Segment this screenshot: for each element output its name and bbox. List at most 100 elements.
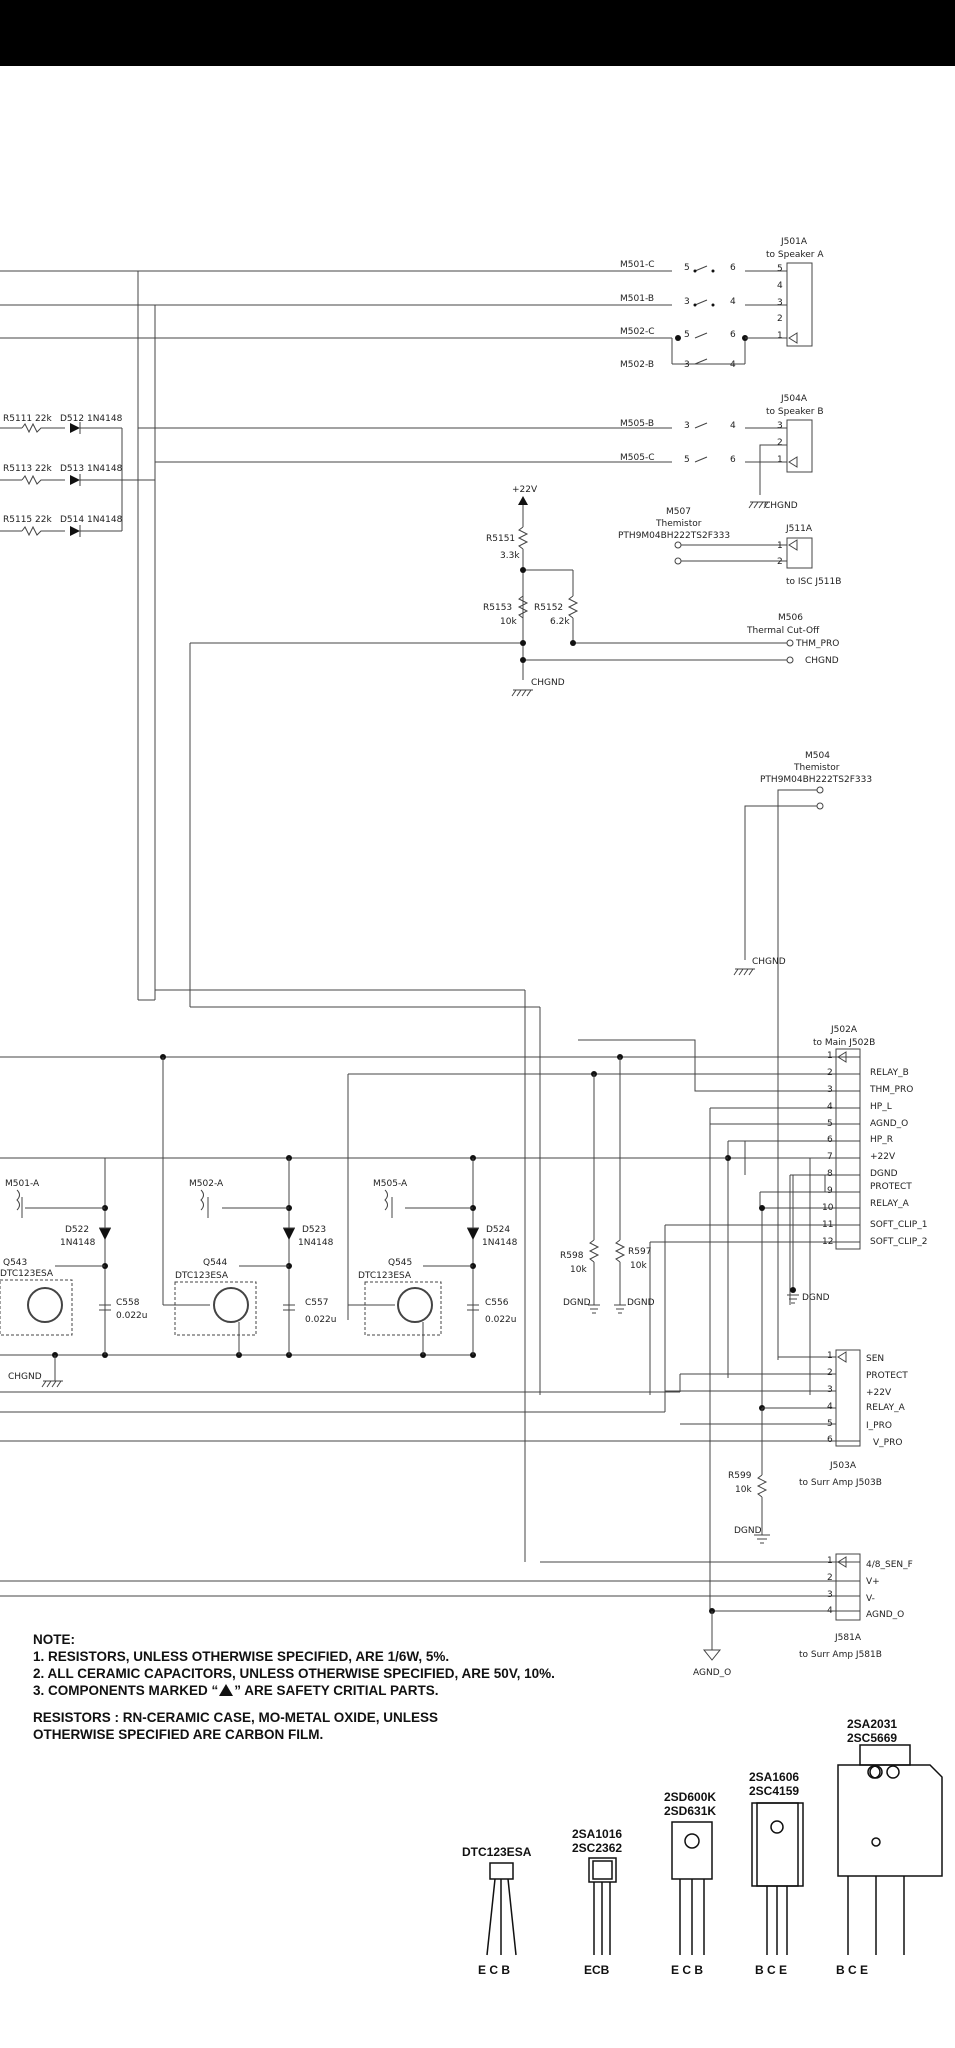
svg-text:J502A: J502A: [830, 1025, 858, 1035]
svg-text:SOFT_CLIP_2: SOFT_CLIP_2: [870, 1237, 927, 1247]
package-2sa1016: 2SA1016 2SC2362 ECB: [572, 1827, 622, 1977]
svg-text:D524: D524: [486, 1225, 510, 1235]
svg-text:M501-B: M501-B: [620, 294, 654, 304]
svg-text:J581A: J581A: [834, 1633, 862, 1643]
svg-text:CHGND: CHGND: [764, 501, 798, 511]
svg-text:PTH9M04BH222TS2F333: PTH9M04BH222TS2F333: [618, 531, 730, 541]
svg-text:DTC123ESA: DTC123ESA: [175, 1271, 229, 1281]
svg-text:0.022u: 0.022u: [116, 1311, 147, 1321]
svg-text:4: 4: [730, 421, 736, 431]
svg-text:V_PRO: V_PRO: [873, 1438, 902, 1448]
svg-text:6: 6: [730, 455, 736, 465]
svg-text:1N4148: 1N4148: [482, 1238, 518, 1248]
svg-text:M501-A: M501-A: [5, 1179, 40, 1189]
svg-text:DTC123ESA: DTC123ESA: [462, 1845, 532, 1859]
relay-contact-m505-c: M505-C 5 6: [620, 453, 736, 465]
svg-text:6.2k: 6.2k: [550, 617, 570, 627]
svg-text:THM_PRO: THM_PRO: [795, 639, 839, 649]
svg-text:10k: 10k: [630, 1261, 647, 1271]
svg-text:R597: R597: [628, 1247, 651, 1257]
svg-text:J503A: J503A: [829, 1461, 857, 1471]
svg-text:to Main J502B: to Main J502B: [813, 1038, 875, 1048]
svg-text:1: 1: [777, 541, 783, 551]
svg-text:CHGND: CHGND: [805, 656, 839, 666]
svg-text:DGND: DGND: [734, 1526, 762, 1536]
svg-text:3: 3: [777, 298, 783, 308]
relay-contact-m502-b: M502-B 3 4: [620, 358, 736, 370]
svg-text:3: 3: [684, 297, 690, 307]
svg-text:2: 2: [827, 1068, 833, 1078]
svg-text:2: 2: [777, 438, 783, 448]
svg-text:2SD600K: 2SD600K: [664, 1790, 716, 1804]
svg-text:R599: R599: [728, 1471, 752, 1481]
relay-contact-m502-c: M502-C 5 6: [620, 327, 748, 341]
svg-text:CHGND: CHGND: [752, 957, 786, 967]
connector-j504a: J504A to Speaker B 3 2 1 CHGND: [745, 394, 824, 511]
svg-text:4: 4: [827, 1606, 833, 1616]
svg-text:3: 3: [684, 421, 690, 431]
svg-text:2SA1606: 2SA1606: [749, 1770, 799, 1784]
svg-text:6: 6: [730, 263, 736, 273]
svg-text:DGND: DGND: [802, 1293, 830, 1303]
svg-text:D523: D523: [302, 1225, 326, 1235]
svg-text:PROTECT: PROTECT: [866, 1371, 908, 1381]
svg-text:0.022u: 0.022u: [305, 1315, 336, 1325]
svg-text:M502-C: M502-C: [620, 327, 654, 337]
svg-text:3: 3: [827, 1590, 833, 1600]
thermistor-m504: M504 Themistor PTH9M04BH222TS2F333 CHGND: [744, 751, 872, 1360]
svg-text:M502-A: M502-A: [189, 1179, 224, 1189]
svg-text:V+: V+: [866, 1577, 880, 1587]
svg-text:3.3k: 3.3k: [500, 551, 520, 561]
svg-text:1N4148: 1N4148: [60, 1238, 96, 1248]
svg-text:to ISC J511B: to ISC J511B: [786, 577, 841, 587]
svg-text:Q545: Q545: [388, 1258, 412, 1268]
svg-text:2SC4159: 2SC4159: [749, 1784, 799, 1798]
svg-text:ECB: ECB: [584, 1963, 610, 1977]
svg-text:HP_L: HP_L: [870, 1102, 892, 1112]
svg-text:CHGND: CHGND: [8, 1372, 42, 1382]
svg-text:3: 3: [827, 1385, 833, 1395]
svg-text:10k: 10k: [735, 1485, 752, 1495]
svg-text:V-: V-: [866, 1594, 875, 1604]
note-line-3: 3. COMPONENTS MARKED “” ARE SAFETY CRITI…: [33, 1683, 439, 1698]
svg-text:Themistor: Themistor: [793, 763, 840, 773]
svg-text:+22V: +22V: [512, 485, 538, 495]
svg-text:R5151: R5151: [486, 534, 515, 544]
svg-text:M501-C: M501-C: [620, 260, 654, 270]
svg-text:1: 1: [777, 455, 783, 465]
svg-text:SOFT_CLIP_1: SOFT_CLIP_1: [870, 1220, 927, 1230]
svg-text:M506: M506: [778, 613, 803, 623]
svg-text:2SC5669: 2SC5669: [847, 1731, 897, 1745]
svg-text:5: 5: [827, 1119, 833, 1129]
package-2sa2031: 2SA2031 2SC5669 B C E: [836, 1717, 943, 1977]
svg-text:J504A: J504A: [780, 394, 808, 404]
notes-title: NOTE:: [33, 1632, 75, 1647]
svg-text:RELAY_A: RELAY_A: [866, 1403, 906, 1413]
package-2sa1606: 2SA1606 2SC4159 B C E: [749, 1770, 804, 1977]
svg-text:M507: M507: [666, 507, 691, 517]
svg-text:5: 5: [777, 264, 783, 274]
svg-text:E C B: E C B: [478, 1963, 510, 1977]
svg-text:5: 5: [684, 455, 690, 465]
svg-text:12: 12: [822, 1237, 833, 1247]
svg-text:to Surr Amp J503B: to Surr Amp J503B: [799, 1478, 882, 1488]
top-black-bar: [0, 0, 955, 66]
svg-text:M505-C: M505-C: [620, 453, 654, 463]
svg-text:1: 1: [777, 331, 783, 341]
svg-text:J511A: J511A: [785, 524, 813, 534]
svg-text:10k: 10k: [500, 617, 517, 627]
svg-text:R5153: R5153: [483, 603, 512, 613]
note-line-4: RESISTORS : RN-CERAMIC CASE, MO-METAL OX…: [33, 1710, 439, 1725]
note-line-1: 1. RESISTORS, UNLESS OTHERWISE SPECIFIED…: [33, 1649, 450, 1664]
svg-text:AGND_O: AGND_O: [870, 1119, 908, 1129]
svg-text:R5115 22k: R5115 22k: [3, 515, 52, 525]
svg-text:D522: D522: [65, 1225, 89, 1235]
svg-text:11: 11: [822, 1220, 833, 1230]
svg-text:R5111 22k: R5111 22k: [3, 414, 52, 424]
svg-text:R598: R598: [560, 1251, 584, 1261]
svg-text:C558: C558: [116, 1298, 140, 1308]
notes-block: NOTE: 1. RESISTORS, UNLESS OTHERWISE SPE…: [33, 1631, 653, 1743]
svg-text:DTC123ESA: DTC123ESA: [358, 1271, 412, 1281]
svg-text:D512 1N4148: D512 1N4148: [60, 414, 123, 424]
